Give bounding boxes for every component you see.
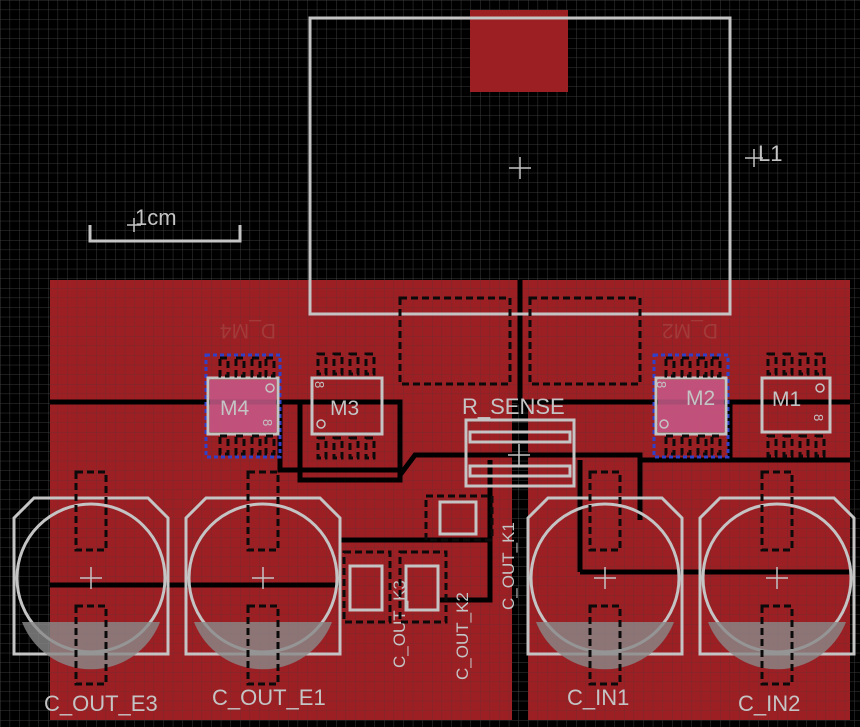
d-m2-label: D_M2 (662, 319, 718, 342)
m2-label: M2 (686, 387, 715, 410)
capacitor-c-out-e1[interactable]: C_OUT_E1 (184, 470, 342, 710)
copper-isolation-gaps (50, 280, 850, 603)
resistor-r-sense[interactable]: R_SENSE (462, 394, 576, 488)
capacitor-c-out-e3[interactable]: C_OUT_E3 (12, 470, 170, 716)
mosfet-m3[interactable]: M3 8 (310, 352, 384, 460)
capacitor-c-out-k3[interactable]: C_OUT_K3 (342, 550, 409, 668)
c-out-k3-label: C_OUT_K3 (390, 580, 409, 668)
m4-label: M4 (220, 397, 249, 420)
inductor-l1[interactable]: L1 (308, 16, 782, 386)
m1-pin-marker: 8 (811, 414, 826, 421)
mosfet-m4[interactable]: M4 8 D_M4 (204, 319, 282, 459)
c-in1-label: C_IN1 (567, 685, 629, 710)
mosfet-m1[interactable]: M1 8 (760, 352, 832, 458)
m1-label: M1 (772, 388, 801, 411)
m4-pin-marker: 8 (260, 419, 275, 426)
c-in2-label: C_IN2 (738, 691, 800, 716)
scale-bar: 1cm (88, 205, 242, 243)
r-sense-label: R_SENSE (462, 394, 565, 419)
l1-label: L1 (758, 141, 782, 166)
scale-bar-label: 1cm (135, 205, 177, 230)
c-out-k2-label: C_OUT_K2 (453, 592, 472, 680)
capacitor-c-in2[interactable]: C_IN2 (698, 470, 856, 716)
capacitor-c-out-k2[interactable]: C_OUT_K2 (398, 550, 472, 680)
c-out-k1-label: C_OUT_K1 (499, 522, 518, 610)
c-out-e3-label: C_OUT_E3 (44, 691, 158, 716)
capacitor-c-in1[interactable]: C_IN1 (526, 470, 684, 710)
d-m4-label: D_M4 (220, 319, 276, 342)
m3-label: M3 (330, 397, 359, 420)
m3-pin-marker: 8 (312, 381, 327, 388)
m2-pin-marker: 8 (654, 381, 669, 388)
c-out-e1-label: C_OUT_E1 (212, 685, 326, 710)
capacitor-c-out-k1[interactable]: C_OUT_K1 (424, 494, 518, 610)
mosfet-m2[interactable]: M2 8 D_M2 (652, 319, 730, 459)
